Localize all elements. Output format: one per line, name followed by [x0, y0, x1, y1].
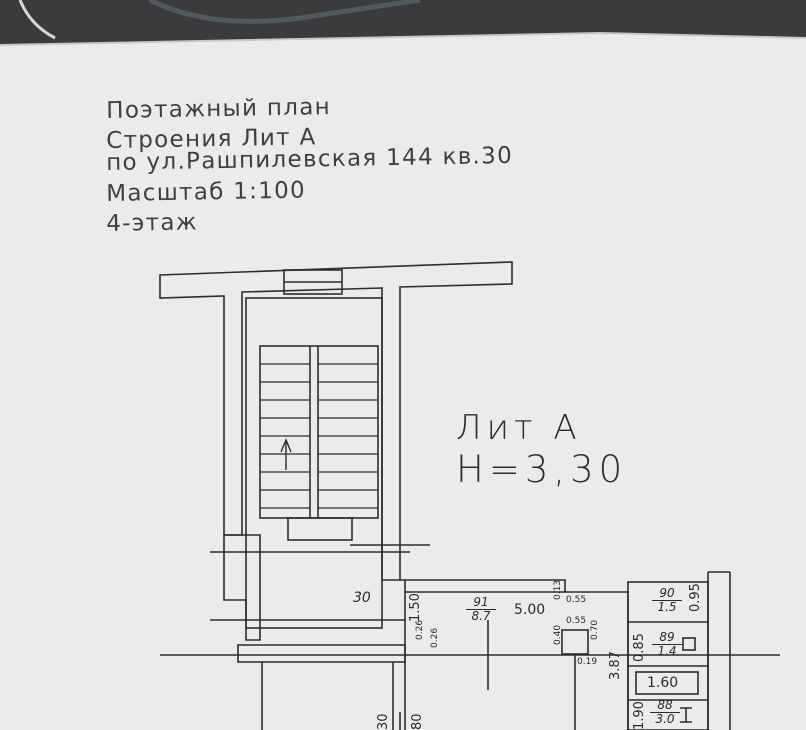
dim-040: 0.40 [553, 624, 563, 645]
dim-026-a: 0.26 [415, 619, 425, 640]
dim-30-lower: 30 [376, 713, 391, 730]
title-scale: Масштаб 1:100 [106, 177, 307, 207]
title-line-1: Поэтажный план [106, 94, 332, 124]
stair-treads [260, 363, 378, 509]
dim-150: 1.50 [408, 593, 423, 622]
dim-095: 0.95 [688, 583, 703, 612]
outer-wall-top [159, 261, 513, 581]
lower-left-wall [223, 534, 261, 641]
room-91-width: 5.00 [514, 602, 546, 618]
dim-085: 0.85 [632, 633, 647, 662]
stair-room-number: 30 [353, 590, 371, 606]
ceiling-height: Н=3,30 [456, 448, 628, 491]
dim-190: 1.90 [632, 701, 647, 730]
fixture-toilet [682, 637, 696, 651]
dim-387: 3.87 [608, 651, 623, 680]
cable [148, 0, 421, 24]
stair-direction-arrow-icon [280, 438, 292, 470]
stair-core [245, 297, 383, 629]
dim-055-b: 0.55 [566, 616, 587, 626]
title-floor: 4-этаж [106, 209, 199, 237]
dim-070: 0.70 [590, 619, 600, 640]
building-letter: Лит А [456, 408, 582, 448]
corridor-160 [635, 671, 699, 695]
dim-019: 0.19 [577, 657, 598, 667]
stair-landing [287, 517, 353, 541]
dim-80-lower: 80 [410, 713, 425, 730]
paper-sheet [0, 33, 806, 730]
dim-055-a: 0.55 [566, 595, 587, 605]
corridor-width: 1.60 [647, 675, 679, 691]
dim-026-b: 0.26 [430, 627, 440, 648]
paper-edge [0, 31, 806, 46]
dim-013: 0.13 [553, 579, 563, 600]
fixture-sink [680, 707, 692, 723]
white-cable [18, 0, 56, 40]
